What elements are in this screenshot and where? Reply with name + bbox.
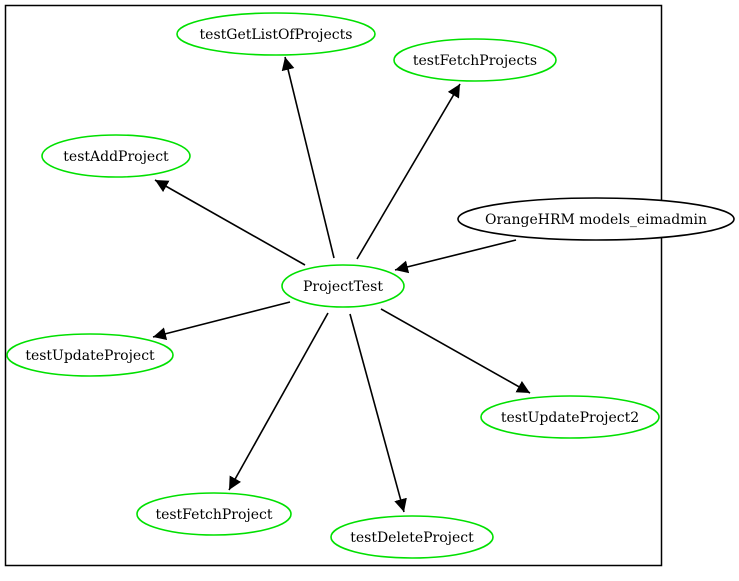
node-shape (393, 38, 557, 82)
edge-to-testaddproject (154, 179, 306, 266)
node-label: testUpdateProject (25, 348, 155, 364)
node-orangehrm-models-eimadmin[interactable]: OrangeHRM models_eimadmin (457, 197, 735, 241)
node-testfetchprojects[interactable]: testFetchProjects (393, 38, 557, 82)
edge-to-testdeleteproject (349, 313, 407, 513)
node-shape (41, 134, 191, 178)
edge-to-testupdateproject (152, 301, 291, 341)
node-testupdateproject[interactable]: testUpdateProject (6, 333, 174, 377)
edges (152, 56, 531, 513)
node-shape (136, 492, 292, 536)
node-shape (457, 197, 735, 241)
node-shape (281, 264, 405, 308)
node-label: OrangeHRM models_eimadmin (485, 212, 707, 228)
node-label: testGetListOfProjects (200, 27, 353, 43)
node-testfetchproject[interactable]: testFetchProject (136, 492, 292, 536)
node-label: testFetchProject (155, 507, 272, 523)
node-label: testDeleteProject (350, 530, 474, 546)
node-shape (6, 333, 174, 377)
edge-to-testupdateproject2 (380, 308, 531, 394)
node-label: ProjectTest (303, 279, 383, 295)
node-label: testAddProject (63, 149, 169, 165)
edge-to-testgetlistofprojects (281, 56, 335, 259)
node-label: testUpdateProject2 (501, 410, 639, 426)
edge-to-testfetchprojects (356, 83, 461, 260)
cluster-box (4, 4, 663, 567)
node-shape (176, 12, 376, 56)
edge-to-testfetchproject (228, 312, 329, 491)
node-label: testFetchProjects (413, 53, 537, 69)
node-shape (330, 515, 494, 559)
node-testgetlistofprojects[interactable]: testGetListOfProjects (176, 12, 376, 56)
edge-source-to-projecttest (394, 239, 517, 274)
node-testdeleteproject[interactable]: testDeleteProject (330, 515, 494, 559)
node-shape (480, 395, 660, 439)
node-testupdateproject2[interactable]: testUpdateProject2 (480, 395, 660, 439)
node-projecttest[interactable]: ProjectTest (281, 264, 405, 308)
node-testaddproject[interactable]: testAddProject (41, 134, 191, 178)
